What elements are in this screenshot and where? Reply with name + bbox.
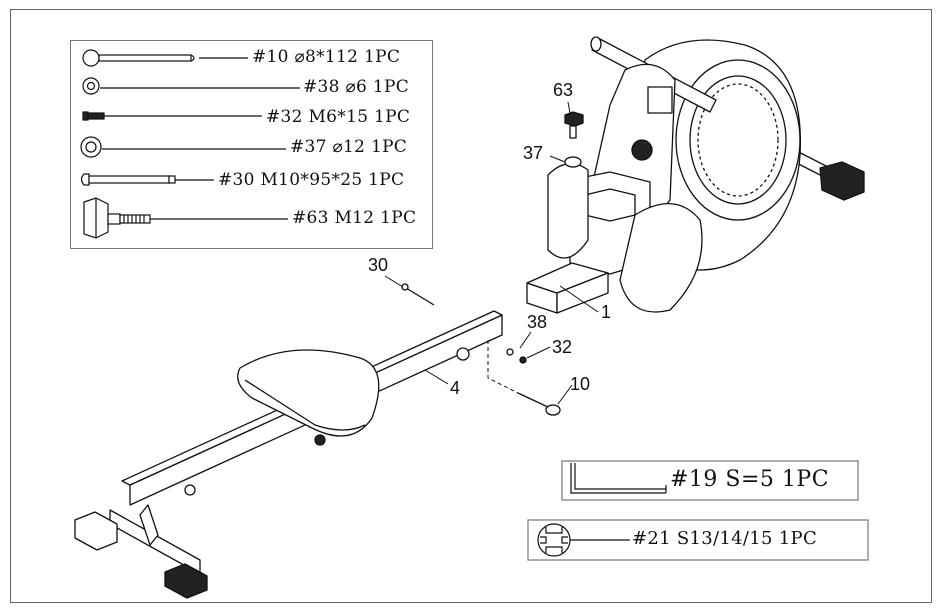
foot-pedal-right xyxy=(619,202,703,313)
front-stabilizer xyxy=(74,504,208,599)
callout-37: 37 xyxy=(523,143,544,163)
washer-38-part xyxy=(506,348,514,356)
tool-label-19: #19 S=5 1PC xyxy=(670,467,830,492)
washer-38-icon xyxy=(82,77,300,95)
foot-pedal-left xyxy=(547,163,589,259)
callout-30: 30 xyxy=(368,255,389,275)
bolt-32-icon xyxy=(82,111,262,121)
callout-10: 10 xyxy=(570,374,591,394)
hardware-label-30: #30 M10*95*25 1PC xyxy=(218,170,405,190)
hardware-label-32: #32 M6*15 1PC xyxy=(266,107,411,127)
rowing-machine-drawing xyxy=(74,36,865,599)
bolt-32-part xyxy=(519,356,527,364)
hardware-label-63: #63 M12 1PC xyxy=(292,208,417,228)
washer-37-icon xyxy=(80,136,286,158)
hardware-parts-box xyxy=(70,40,433,249)
bolt-30-part xyxy=(401,283,435,306)
tool-label-21: #21 S13/14/15 1PC xyxy=(632,528,818,549)
callout-32: 32 xyxy=(552,337,573,357)
callout-4: 4 xyxy=(450,378,461,398)
bolt-30-icon xyxy=(80,173,214,186)
knob-63-icon xyxy=(83,197,288,239)
knob-63-part xyxy=(564,111,584,139)
hardware-label-37: #37 ⌀12 1PC xyxy=(290,137,408,157)
pin-10-icon xyxy=(82,49,248,67)
seat xyxy=(237,349,380,446)
wrench-21-icon xyxy=(527,519,869,561)
callout-38: 38 xyxy=(527,312,548,332)
hardware-label-10: #10 ⌀8*112 1PC xyxy=(252,47,401,67)
washer-37-part xyxy=(564,156,582,168)
callout-63: 63 xyxy=(553,80,574,100)
hex-key-19-icon xyxy=(561,460,859,501)
callout-1: 1 xyxy=(601,302,612,322)
hardware-label-38: #38 ⌀6 1PC xyxy=(303,77,409,97)
diagram-frame xyxy=(10,9,932,603)
pin-10-part xyxy=(517,392,561,416)
